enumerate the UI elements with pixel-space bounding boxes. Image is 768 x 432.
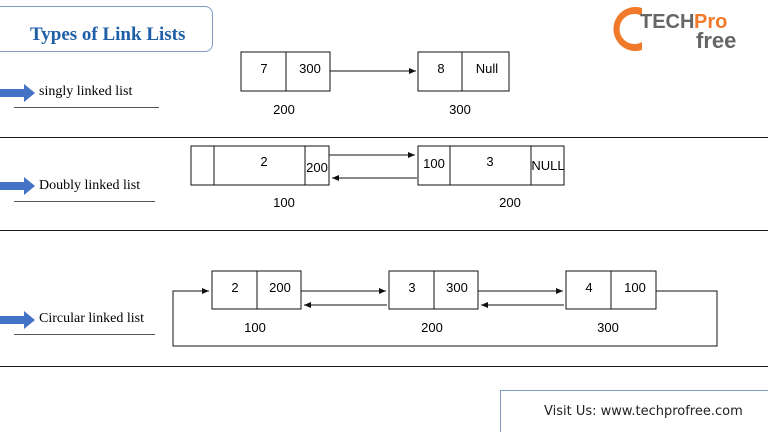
circular-loop-arrow [172,288,718,347]
doubly-node-2-next: NULL [531,158,564,173]
logo-tech-text: TECH [640,11,694,33]
circular-label-arrow-icon [0,311,35,329]
doubly-node-2-address: 200 [499,195,521,210]
doubly-node-2: 100 3 NULL [417,145,565,186]
doubly-label: Doubly linked list [39,178,141,193]
logo-pro-text: Pro [694,11,727,33]
singly-label-arrow-icon [0,84,35,102]
singly-label: singly linked list [39,84,133,99]
logo-free-text: free [696,28,736,53]
doubly-node-1-address: 100 [273,195,295,210]
circular-label-underline [14,334,155,335]
singly-node-1-address: 200 [273,102,295,117]
circular-node-3: 4 100 [565,270,657,310]
circular-node-1-next: 200 [269,280,291,295]
doubly-node-1: 2 200 [190,145,330,186]
circular-node-3-next: 100 [624,280,646,295]
doubly-node-1-next: 200 [306,160,328,175]
doubly-node-2-prev: 100 [423,156,445,171]
circular-node-2-data: 3 [408,280,415,295]
circular-node-2-next: 300 [446,280,468,295]
singly-node-1-next: 300 [299,61,321,76]
circular-node-1: 2 200 [211,270,302,310]
divider-2 [0,230,768,231]
visit-link[interactable]: Visit Us: www.techprofree.com [544,404,743,419]
doubly-label-underline [14,201,155,202]
logo-swoosh [613,7,642,51]
circular-node-3-data: 4 [585,280,592,295]
singly-node-1-data: 7 [260,61,267,76]
singly-node-2: 8 Null [417,51,510,92]
circular-node-2-address: 200 [421,320,443,335]
circular-node-3-address: 300 [597,320,619,335]
doubly-node-2-data: 3 [486,154,493,169]
divider-3 [0,366,768,367]
singly-label-underline [14,107,159,108]
visit-box: Visit Us: www.techprofree.com [500,390,768,432]
doubly-label-arrow-icon [0,177,35,195]
circular-node-2: 3 300 [388,270,479,310]
page-title: Types of Link Lists [30,24,186,45]
techprofree-logo: TECH Pro free [613,7,736,53]
circular-node-1-data: 2 [231,280,238,295]
singly-node-2-data: 8 [437,61,444,76]
doubly-node-1-data: 2 [260,154,267,169]
singly-node-1: 7 300 [240,51,331,92]
divider-1 [0,137,768,138]
circular-label: Circular linked list [39,311,144,326]
singly-node-2-next: Null [476,61,499,76]
singly-node-2-address: 300 [449,102,471,117]
title-box: Types of Link Lists [0,6,213,52]
circular-node-1-address: 100 [244,320,266,335]
